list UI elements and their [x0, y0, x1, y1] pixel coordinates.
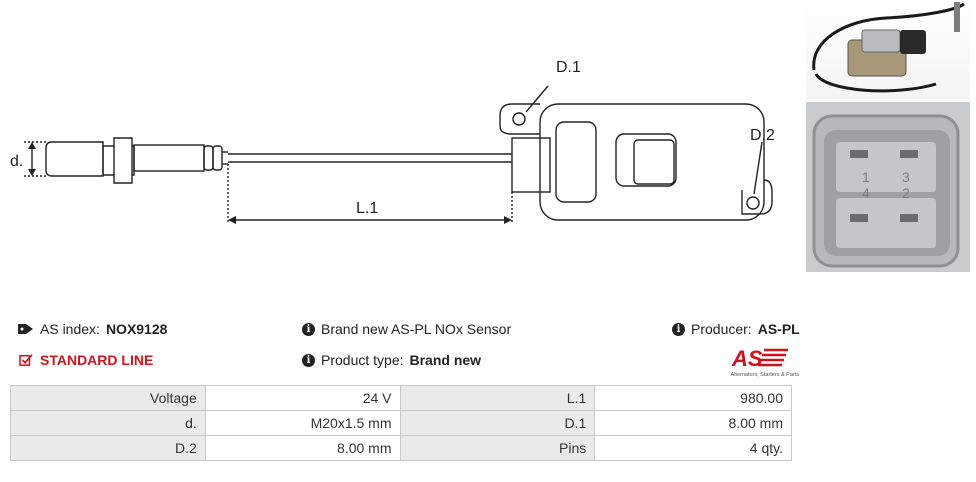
as-pl-logo: AS Alternators, Starters & Parts [731, 346, 800, 378]
pin-label: 4 [862, 185, 870, 201]
table-row: D.2 8.00 mm Pins 4 qty. [10, 435, 792, 461]
spec-label: D.2 [10, 435, 206, 461]
product-type-label: Product type: [321, 352, 404, 368]
connector-photo: 1 3 4 2 [806, 102, 970, 272]
producer: i Producer: AS-PL [672, 321, 800, 337]
spec-value: 980.00 [594, 385, 792, 411]
standard-line-label: STANDARD LINE [40, 352, 154, 368]
spec-label: D.1 [399, 410, 596, 436]
tag-icon [18, 324, 33, 334]
hole-d1-label: D.1 [556, 59, 581, 76]
spec-value: 4 qty. [594, 435, 792, 461]
as-index: AS index: NOX9128 [18, 321, 167, 337]
info-icon: i [302, 353, 315, 367]
spec-label: Voltage [10, 385, 206, 411]
check-square-icon [19, 354, 33, 366]
info-icon: i [672, 322, 685, 336]
spec-value: 8.00 mm [204, 435, 401, 461]
spec-value: 8.00 mm [594, 410, 792, 436]
as-index-label: AS index: [40, 321, 100, 337]
logo-mark: AS [731, 346, 763, 371]
specs-table: Voltage 24 V L.1 980.00 d. M20x1.5 mm D.… [10, 385, 792, 461]
product-photo [806, 0, 970, 100]
pin-label: 2 [902, 185, 910, 201]
logo-tagline: Alternators, Starters & Parts [731, 372, 800, 378]
pin-label: 3 [902, 169, 910, 185]
standard-line: STANDARD LINE [18, 352, 153, 368]
table-row: Voltage 24 V L.1 980.00 [10, 385, 792, 411]
description-text: Brand new AS-PL NOx Sensor [321, 321, 512, 337]
sensor-technical-drawing: d. L.1 D.1 D.2 [10, 59, 775, 224]
hole-d2-label: D.2 [750, 127, 775, 144]
as-index-value: NOX9128 [105, 321, 168, 337]
product-type-value: Brand new [409, 352, 482, 368]
table-row: d. M20x1.5 mm D.1 8.00 mm [10, 410, 792, 436]
pin-label: 1 [862, 169, 870, 185]
product-description: i Brand new AS-PL NOx Sensor [302, 321, 511, 337]
spec-label: Pins [399, 435, 596, 461]
spec-value: 24 V [204, 385, 401, 411]
producer-value: AS-PL [757, 321, 800, 337]
product-type: i Product type: Brand new [302, 352, 481, 368]
spec-value: M20x1.5 mm [204, 410, 401, 436]
spec-label: L.1 [399, 385, 596, 411]
length-label: L.1 [356, 200, 378, 217]
diameter-label: d. [10, 153, 23, 170]
info-icon: i [302, 322, 315, 336]
producer-label: Producer: [691, 321, 752, 337]
spec-label: d. [10, 410, 206, 436]
